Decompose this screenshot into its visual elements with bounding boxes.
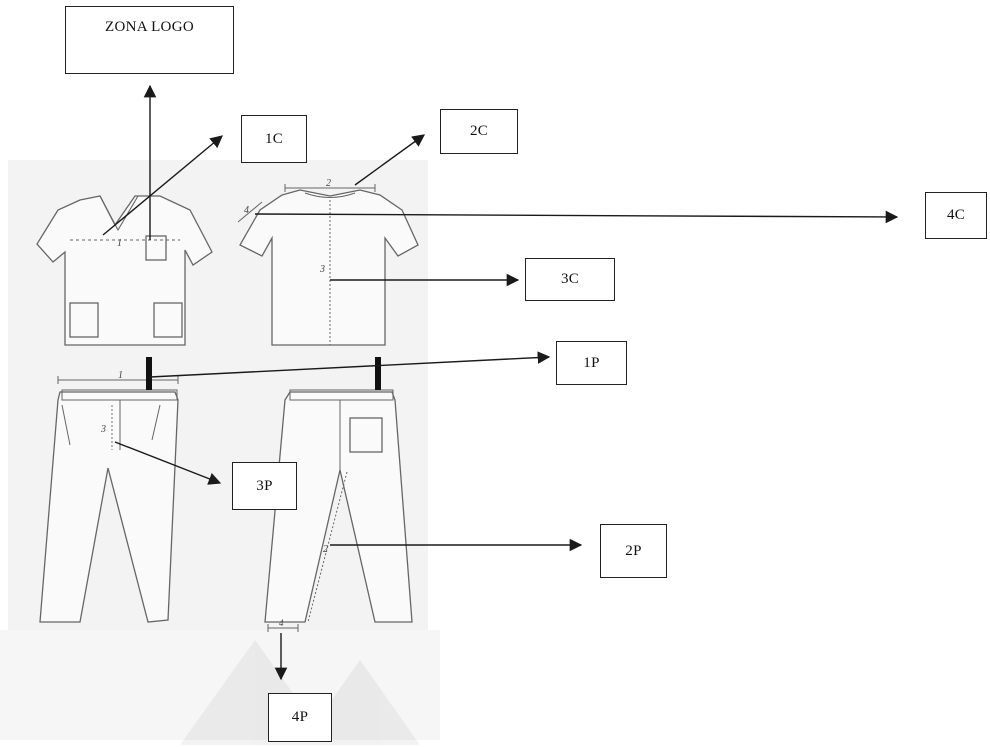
pants-back-measure-4: 4 [279,618,284,628]
label-box-3c: 3C [525,258,615,301]
shirt-back-measure-3: 3 [319,264,325,275]
zona-logo-label: ZONA LOGO [105,19,194,35]
shirt-front-sketch [36,195,213,346]
leader-arrows [102,84,899,681]
label-box-1c: 1C [241,115,307,163]
label-3p: 3P [256,477,273,494]
label-1c: 1C [264,130,284,147]
shirt-back-measure-4: 4 [244,205,249,216]
pants-front-measure-1: 1 [118,370,123,381]
scan-background-bottom [0,630,440,740]
label-box-3p: 3P [232,462,297,510]
label-box-2p: 2P [600,524,667,578]
waist-marker-front [146,357,152,390]
shirt-front-measure-1: 1 [117,238,122,249]
label-2p: 2P [625,542,642,559]
pants-back-sketch [264,389,413,632]
shirt-back-measure-2: 2 [326,178,331,189]
arrow-2c [354,134,426,186]
arrow-1p [149,351,551,378]
pants-front-measure-3: 3 [100,424,106,435]
label-3c: 3C [560,271,580,287]
waist-marker-back [375,357,381,390]
arrow-3p [114,441,222,485]
shirt-back-sketch [237,184,419,346]
arrow-1c [102,135,223,236]
label-1p: 1P [583,354,600,371]
label-box-1p: 1P [556,341,627,385]
label-2c: 2C [469,123,489,139]
arrow-4c [254,210,899,224]
label-4c: 4C [946,207,966,223]
label-box-4c: 4C [925,192,987,239]
label-box-4p: 4P [268,693,332,742]
pants-back-measure-2: 2 [323,544,328,555]
pants-front-sketch [39,376,179,623]
label-box-2c: 2C [440,109,518,154]
label-4p: 4P [291,709,309,725]
zona-logo-box: ZONA LOGO [65,6,234,74]
